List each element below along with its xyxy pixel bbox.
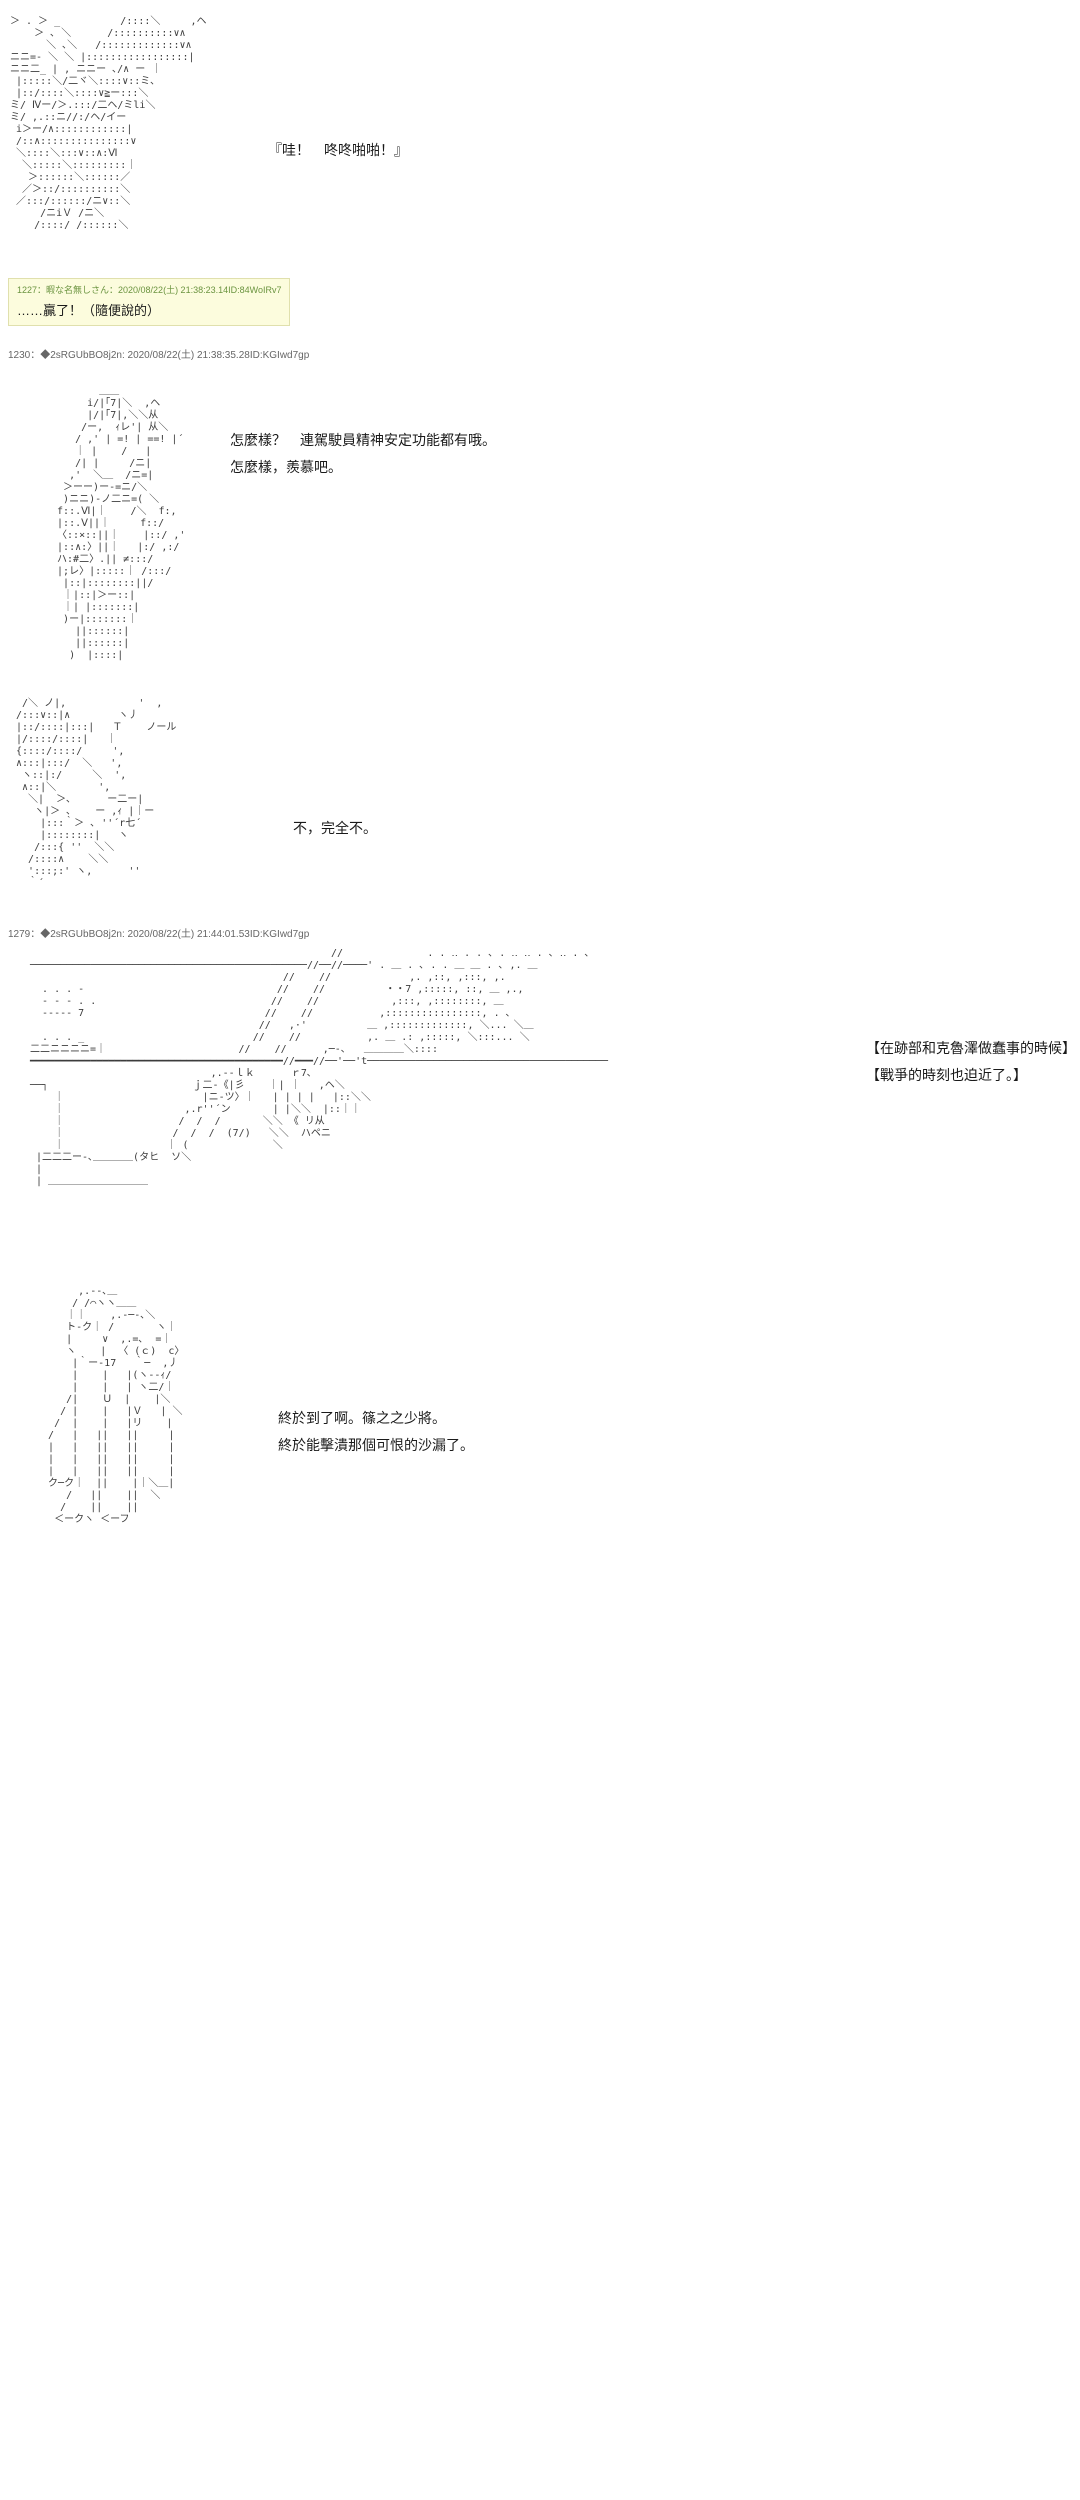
dialogue-bottom-2: 終於能擊潰那個可恨的沙漏了。 <box>278 1437 474 1453</box>
dialogue-bottom-1: 終於到了啊。篠之之少將。 <box>278 1410 446 1426</box>
dialogue-line-2: 怎麼樣，羨慕吧。 <box>230 459 342 475</box>
ascii-art-character-reply: /＼ ノ|, ' , /:::∨::|∧ ヽ丿 |::/::::|:::| Ｔ … <box>16 698 177 889</box>
dialogue-line-1: 怎麼樣？ 連駕駛員精神安定功能都有哦。 <box>230 432 496 448</box>
post-header-1227: 1227：暇な名無しさん：2020/08/22(土) 21:38:23.14ID… <box>17 285 282 295</box>
ascii-art-character-top: ＞ . ＞ _ /::::＼ ,ヘ ＞ ､ ＼ /::::::::::∨∧ ＼ … <box>10 16 207 231</box>
post-body-1227: ……贏了！（隨便說的） <box>17 303 161 318</box>
post-header-1230: 1230：◆2sRGUbBO8j2n: 2020/08/22(土) 21:38:… <box>8 350 310 361</box>
ascii-art-character-bottom: ,.--､＿ / /⌒ヽヽ＿＿ ｜｜ ,.-─-､＼ ト-ク｜ / ヽ｜ | ∨… <box>48 1286 185 1525</box>
ascii-art-character-suit: ＿＿ i/|｢7|＼ ,ヘ |/|｢7|,＼＼从 /ー, ｨレ'| 从＼ / ,… <box>57 386 186 661</box>
narration-line-2: 【戰爭的時刻也迫近了。】 <box>866 1067 1027 1083</box>
dialogue-shout: 『哇！ 咚咚啪啪！』 <box>268 142 408 158</box>
quoted-post-1227: 1227：暇な名無しさん：2020/08/22(土) 21:38:23.14ID… <box>8 278 291 326</box>
post-header-1279: 1279：◆2sRGUbBO8j2n: 2020/08/22(土) 21:44:… <box>8 929 310 940</box>
narration-line-1: 【在跡部和克魯澤做蠢事的時候】 <box>866 1040 1076 1056</box>
ascii-art-scene-hangar: // . . ‥ . . ､ . ‥ ‥ . ､ ‥ . ､ ─────────… <box>30 948 608 1187</box>
dialogue-reply: 不，完全不。 <box>293 820 377 836</box>
